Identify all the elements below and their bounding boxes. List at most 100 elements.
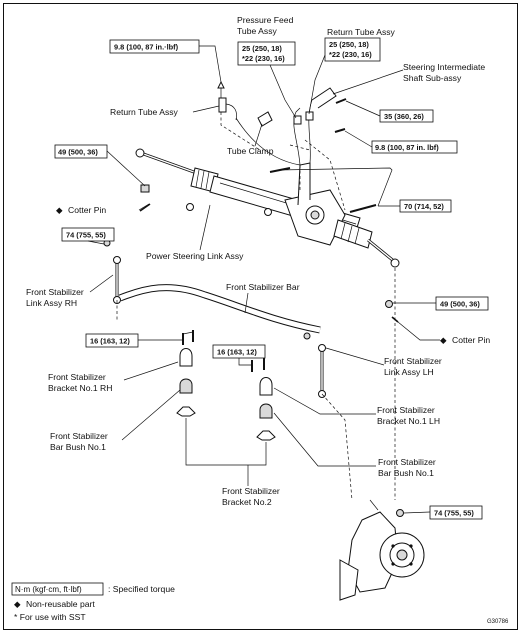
- torque-spec-35: 35 (360, 26): [345, 100, 434, 123]
- svg-text:Steering Intermediate: Steering Intermediate: [403, 62, 485, 72]
- label-stab-bar: Front Stabilizer Bar: [226, 282, 300, 314]
- svg-text:Front Stabilizer: Front Stabilizer: [50, 431, 108, 441]
- bracket-no1-rh-part: [179, 348, 193, 367]
- torque-text: 9.8 (100, 87 in.·lbf): [114, 43, 179, 52]
- svg-text:Front Stabilizer: Front Stabilizer: [222, 486, 280, 496]
- figure-id: G30786: [487, 619, 509, 625]
- torque-spec-49-left: 49 (500, 36): [54, 144, 146, 187]
- svg-text:Bar Bush No.1: Bar Bush No.1: [50, 442, 106, 452]
- svg-text:Bracket No.2: Bracket No.2: [222, 497, 272, 507]
- torque-spec-74-right: 74 (755, 55): [403, 505, 483, 520]
- legend-sst: * For use with SST: [14, 612, 86, 622]
- torque-spec-top-left: 9.8 (100, 87 in.·lbf): [109, 39, 222, 83]
- svg-text:Front Stabilizer: Front Stabilizer: [48, 372, 106, 382]
- castle-nut-left: [140, 184, 150, 193]
- knuckle-nut: [396, 509, 404, 517]
- label-power-steering-link: Power Steering Link Assy: [146, 204, 244, 261]
- stabilizer-bar-assembly: [103, 239, 396, 501]
- label-cotter-pin-left: ◆ Cotter Pin: [56, 203, 151, 215]
- tie-rod-end-right: [390, 258, 400, 268]
- svg-text:Bracket No.1 RH: Bracket No.1 RH: [48, 383, 112, 393]
- label-stab-link-rh: Front Stabilizer Link Assy RH: [26, 274, 114, 308]
- torque-spec-49-right: 49 (500, 36): [393, 296, 489, 311]
- svg-text:Cotter Pin: Cotter Pin: [452, 335, 490, 345]
- torque-spec-return-tube: 25 (250, 18) *22 (230, 16): [308, 37, 381, 115]
- torque-text: 70 (714, 52): [404, 202, 444, 211]
- svg-text:Tube Clamp: Tube Clamp: [227, 146, 274, 156]
- legend-unit-desc: : Specified torque: [108, 584, 175, 594]
- svg-text:Front Stabilizer: Front Stabilizer: [26, 287, 84, 297]
- nonreusable-diamond: ◆: [56, 205, 63, 215]
- bush-lh-part: [259, 403, 273, 419]
- svg-text:Front Stabilizer: Front Stabilizer: [378, 457, 436, 467]
- label-bracket2: Front Stabilizer Bracket No.2: [185, 418, 280, 507]
- torque-text: 9.8 (100, 87 in. lbf): [375, 143, 439, 152]
- svg-text:Link Assy RH: Link Assy RH: [26, 298, 77, 308]
- pinion-housing: [297, 162, 311, 206]
- mount-nut-left: [186, 203, 194, 211]
- torque-text: 16 (163, 12): [217, 348, 257, 357]
- legend-nonreusable: Non-reusable part: [26, 599, 95, 609]
- bush-rh-part: [179, 378, 193, 394]
- torque-spec-16-mid: 16 (163, 12): [212, 344, 266, 366]
- svg-text:Cotter Pin: Cotter Pin: [68, 205, 106, 215]
- torque-text: 74 (755, 55): [66, 231, 106, 240]
- label-bush-left: Front Stabilizer Bar Bush No.1: [50, 389, 181, 452]
- nonreusable-diamond: ◆: [440, 335, 447, 345]
- svg-text:Shaft Sub-assy: Shaft Sub-assy: [403, 73, 462, 83]
- svg-text:Link Assy LH: Link Assy LH: [384, 367, 434, 377]
- torque-spec-98-right: 9.8 (100, 87 in. lbf): [344, 130, 458, 154]
- label-cotter-pin-right: ◆ Cotter Pin: [397, 321, 490, 345]
- torque-text: 35 (360, 26): [384, 112, 424, 121]
- return-tube-fitting: [218, 97, 227, 113]
- label-tube-clamp: Tube Clamp: [227, 123, 274, 156]
- legend: N·m (kgf·cm, ft·lbf) : Specified torque …: [11, 582, 175, 622]
- svg-text:Front Stabilizer: Front Stabilizer: [377, 405, 435, 415]
- label-bracket1-lh: Front Stabilizer Bracket No.1 LH: [273, 387, 440, 426]
- bracket-no2-lh-part: [256, 430, 276, 441]
- torque-text: 16 (163, 12): [90, 337, 130, 346]
- tube-clamp-part: [257, 111, 273, 127]
- torque-text: 49 (500, 36): [440, 300, 480, 309]
- label-return-tube-left: Return Tube Assy: [110, 105, 220, 117]
- legend-diamond: ◆: [14, 599, 21, 609]
- label-steering-shaft: Steering Intermediate Shaft Sub-assy: [332, 62, 485, 95]
- tie-rod-end-left: [135, 148, 145, 158]
- label-stab-link-lh: Front Stabilizer Link Assy LH: [325, 347, 442, 377]
- diagram-frame: [3, 3, 518, 630]
- label-pressure-feed-tube: Pressure Feed Tube Assy: [237, 15, 294, 36]
- svg-text:Front Stabilizer Bar: Front Stabilizer Bar: [226, 282, 300, 292]
- bracket-no1-lh-part: [259, 377, 273, 396]
- rack-boot-right: [333, 219, 373, 249]
- torque-spec-70: 70 (714, 52): [277, 167, 452, 213]
- torque-text-line1: 25 (250, 18): [242, 44, 282, 53]
- torque-text-line1: 25 (250, 18): [329, 40, 369, 49]
- torque-spec-74-left: 74 (755, 55): [61, 227, 115, 245]
- bracket-no2-rh-part: [176, 406, 196, 417]
- svg-text:Power Steering Link Assy: Power Steering Link Assy: [146, 251, 244, 261]
- svg-text:Return Tube Assy: Return Tube Assy: [327, 27, 396, 37]
- svg-text:Return Tube Assy: Return Tube Assy: [110, 107, 179, 117]
- svg-text:Front Stabilizer: Front Stabilizer: [384, 356, 442, 366]
- torque-text: 74 (755, 55): [434, 509, 474, 518]
- label-bracket1-rh: Front Stabilizer Bracket No.1 RH: [48, 361, 179, 393]
- mount-nut-mid: [264, 208, 272, 216]
- legend-unit-box: [11, 582, 104, 596]
- legend-unit-text: N·m (kgf·cm, ft·lbf): [15, 585, 82, 594]
- label-return-tube-top: Return Tube Assy: [327, 27, 396, 37]
- stabilizer-bar: [119, 285, 321, 333]
- torque-spec-pressure-feed: 25 (250, 18) *22 (230, 16): [237, 41, 297, 119]
- steering-gear-assembly: [135, 80, 400, 290]
- torque-text: 49 (500, 36): [58, 148, 98, 157]
- torque-text-line2: *22 (230, 16): [329, 50, 372, 59]
- torque-spec-16-left: 16 (163, 12): [85, 331, 194, 348]
- label-bush-right: Front Stabilizer Bar Bush No.1: [273, 412, 436, 478]
- svg-text:Tube Assy: Tube Assy: [237, 26, 278, 36]
- torque-text-line2: *22 (230, 16): [242, 54, 285, 63]
- intermediate-shaft: [311, 87, 337, 109]
- castle-nut-right: [385, 300, 393, 308]
- svg-text:Pressure Feed: Pressure Feed: [237, 15, 294, 25]
- svg-text:Bracket No.1 LH: Bracket No.1 LH: [377, 416, 440, 426]
